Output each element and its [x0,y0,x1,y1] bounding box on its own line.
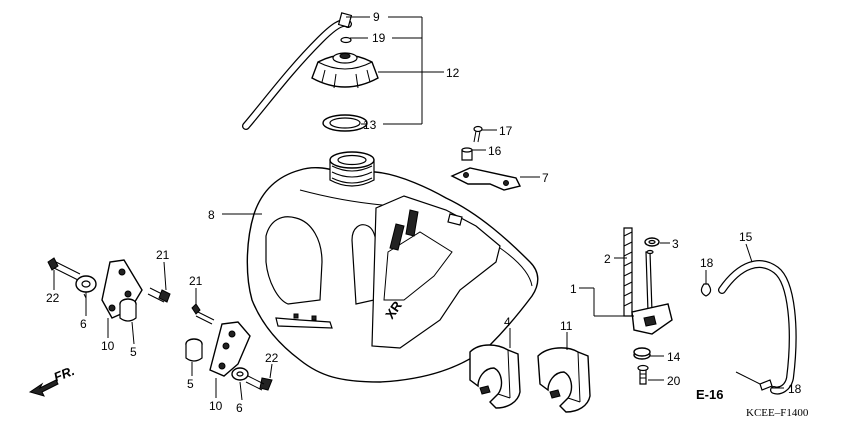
rubber-5-lower [185,338,203,362]
filler-cap [311,52,379,89]
callout-5-upper: 5 [130,345,137,359]
callout-19: 19 [372,31,386,45]
callout-17: 17 [499,124,513,138]
callout-20: 20 [667,374,681,388]
callout-10-lower: 10 [209,399,223,413]
callout-2: 2 [604,252,611,266]
fuel-tube [718,260,797,395]
callout-21-lower: 21 [189,274,203,288]
screw-20 [637,364,649,385]
reference-e16: E-16 [696,387,723,402]
callout-1: 1 [570,282,577,296]
cap-gasket [322,114,368,132]
callout-8: 8 [208,208,215,222]
callout-22-lower: 22 [265,351,279,365]
callout-14: 14 [667,350,681,364]
mount-bracket-lower [209,321,251,377]
tube-clip [700,283,773,391]
tank-band-4 [469,344,521,409]
bolt-22-upper [47,257,81,281]
callout-12: 12 [446,66,460,80]
callout-7: 7 [542,171,549,185]
callout-labels: 9 19 12 13 17 16 7 8 3 2 1 15 18 14 20 1… [46,10,802,415]
cap-washer [340,36,352,44]
collar [461,147,473,161]
callout-4: 4 [504,315,511,329]
o-ring [644,237,660,247]
callout-18-lower: 18 [788,382,802,396]
callout-16: 16 [488,144,502,158]
bolt-21-upper [147,287,171,303]
fuel-cock [631,249,673,335]
front-label: FR. [52,363,77,385]
callout-18-upper: 18 [700,256,714,270]
callout-3: 3 [672,237,679,251]
callout-10-upper: 10 [101,339,115,353]
callout-9: 9 [373,10,380,24]
rubber-5-upper [119,298,137,322]
fuel-strainer [623,227,633,317]
callout-6-lower: 6 [236,401,243,415]
washer-14 [633,347,651,360]
callout-22-upper: 22 [46,291,60,305]
bolt-21-lower [191,303,215,325]
diagram-code: KCEE–F1400 [746,407,809,419]
tank-band-11 [537,347,591,413]
collar-6-lower [231,367,249,381]
callout-11: 11 [560,319,573,333]
bolt-17 [473,125,483,143]
bolt-22-lower [245,375,273,391]
leader-lines [53,16,784,401]
tank-bracket [450,167,522,191]
callout-6-upper: 6 [80,317,87,331]
callout-5-lower: 5 [187,377,194,391]
callout-15: 15 [739,230,753,244]
callout-21-upper: 21 [156,248,170,262]
breather-tube [242,12,353,130]
collar-6-upper [75,275,97,299]
callout-13: 13 [363,118,377,132]
front-arrow-icon [28,379,59,397]
fuel-tank: XR [246,151,539,383]
